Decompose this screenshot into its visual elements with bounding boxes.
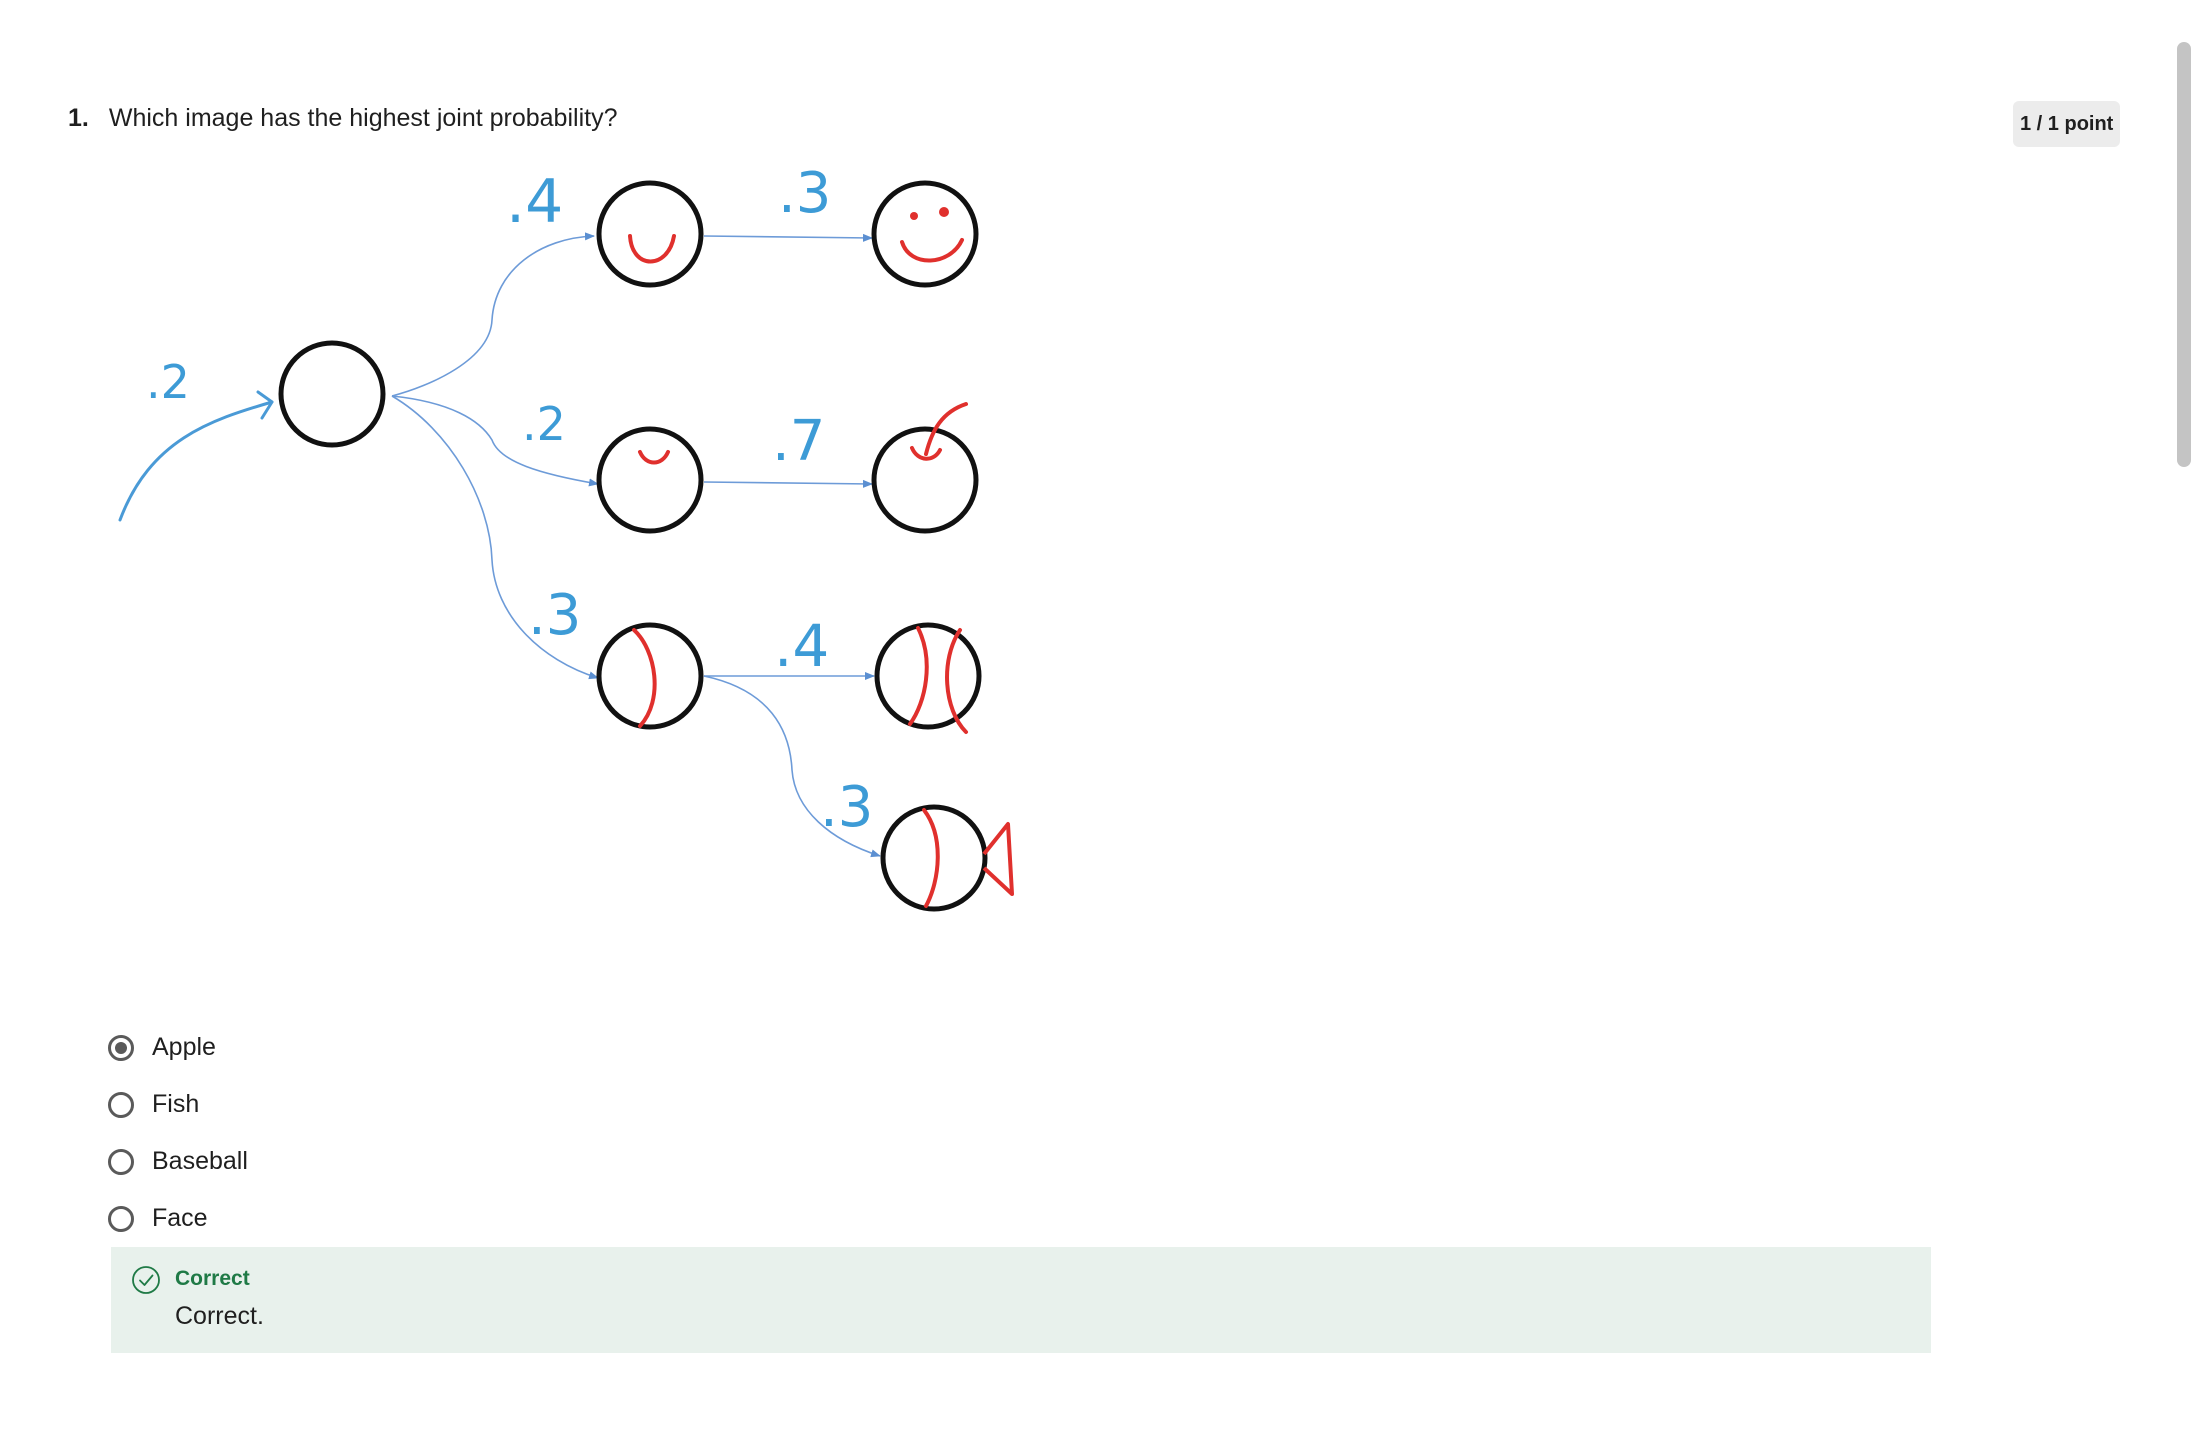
smile-node — [596, 180, 704, 288]
option-face[interactable]: Face — [108, 1190, 248, 1247]
small-smile-node — [596, 426, 704, 534]
feedback-title: Correct — [175, 1267, 250, 1290]
edge-smile-face — [703, 233, 873, 242]
radio-button[interactable] — [108, 1091, 134, 1118]
prob-start: .2 — [146, 355, 190, 409]
prob-ball-to-fish: .3 — [820, 775, 873, 840]
apple-node — [871, 402, 979, 534]
radio-button-selected[interactable] — [108, 1034, 134, 1061]
option-apple[interactable]: Apple — [108, 1019, 248, 1076]
option-label: Face — [152, 1204, 208, 1232]
option-label: Fish — [152, 1090, 200, 1118]
prob-to-small-smile: .2 — [522, 397, 566, 451]
prob-to-smile: .4 — [506, 167, 563, 237]
face-node — [871, 180, 979, 288]
radio-button[interactable] — [108, 1148, 134, 1175]
prob-smile-to-face: .3 — [778, 161, 831, 226]
prob-to-ball: .3 — [528, 583, 581, 648]
prob-small-smile-to-apple: .7 — [772, 409, 825, 474]
feedback-panel: Correct Correct. — [111, 1247, 1931, 1353]
edge-small-smile-apple — [703, 479, 873, 488]
points-badge: 1 / 1 point — [2013, 101, 2121, 147]
question-header: 1. Which image has the highest joint pro… — [68, 104, 617, 133]
option-baseball[interactable]: Baseball — [108, 1133, 248, 1190]
start-node — [278, 340, 386, 448]
prob-ball-to-baseball: .4 — [774, 612, 829, 680]
vertical-scrollbar[interactable] — [2177, 42, 2191, 467]
check-circle-icon — [132, 1266, 160, 1294]
answer-options: Apple Fish Baseball Face — [108, 1019, 248, 1247]
option-label: Apple — [152, 1033, 216, 1061]
probability-diagram: .2 .4 .3 .2 .7 .3 .4 .3 — [118, 161, 1014, 912]
fish-node — [880, 804, 1014, 912]
edge-ball-fish — [703, 675, 881, 858]
baseball-node — [874, 622, 982, 734]
ball-node — [596, 622, 704, 730]
start-arrow — [118, 390, 274, 522]
option-fish[interactable]: Fish — [108, 1076, 248, 1133]
edge-start-small-smile — [391, 395, 599, 487]
question-text: Which image has the highest joint probab… — [108, 104, 618, 132]
question-number: 1. — [68, 104, 89, 132]
edge-start-smile — [391, 232, 595, 397]
feedback-text: Correct. — [175, 1302, 264, 1330]
option-label: Baseball — [152, 1147, 248, 1175]
radio-button[interactable] — [108, 1205, 134, 1232]
edge-start-ball — [391, 395, 599, 680]
